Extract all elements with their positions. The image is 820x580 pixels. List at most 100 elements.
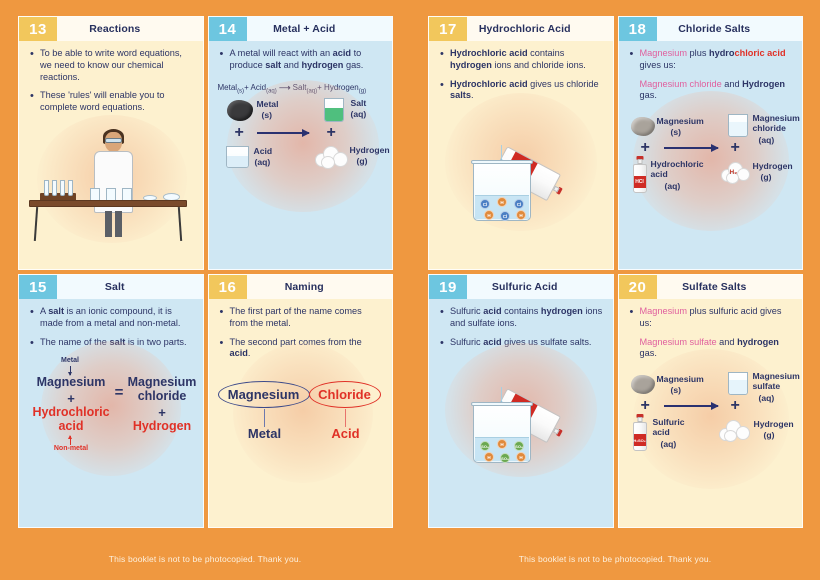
ion-hydrogen: H — [497, 439, 507, 450]
panel-20-bullet-2: Magnesium sulfate and hydrogen gas. — [639, 336, 779, 359]
panel-17-header: 17 Hydrochloric Acid — [429, 17, 613, 41]
panel-20-sulfate-salts[interactable]: 20 Sulfate Salts Magnesium plus sulfuric… — [617, 274, 803, 528]
ion-sulfate: SO₄ — [500, 453, 510, 464]
reactant-2-label: Acid — [253, 146, 273, 157]
panel-13-bullet-1: To be able to write word equations, we n… — [29, 47, 193, 83]
panel-16-number: 16 — [208, 275, 247, 299]
reactant-1-label: Magnesium — [656, 374, 704, 385]
panel-13-header: 13 Reactions — [19, 17, 203, 41]
reactant-2-state: (aq) — [254, 157, 271, 168]
word-eq-left-1: Magnesium — [36, 375, 106, 390]
panel-20-header: 20 Sulfate Salts — [618, 275, 802, 299]
beaker-liquid — [728, 122, 747, 137]
panel-19-bullet-2: Sulfuric acid gives us sulfate salts. — [439, 336, 603, 350]
magnesium-chloride-beaker-icon — [727, 114, 748, 138]
magnesium-lump-icon — [630, 375, 655, 395]
panel-14-metal-plus-acid[interactable]: 14 Metal + Acid A metal will react with … — [207, 16, 393, 270]
ion-hydrogen: H — [484, 210, 494, 221]
salt-beaker-icon — [323, 98, 344, 123]
reactant-2-state: (aq) — [664, 181, 681, 192]
reactant-1-label: Magnesium — [656, 116, 704, 127]
bench-leg — [33, 206, 39, 241]
panel-13-number: 13 — [19, 17, 57, 41]
panel-18-chloride-salts[interactable]: 18 Chloride Salts Magnesium plus hydroch… — [617, 16, 803, 270]
acid-beaker-icon — [225, 146, 249, 169]
beaker-rim — [471, 160, 533, 165]
beaker-rim — [324, 98, 343, 100]
panel-14-bullets: A metal will react with an acid to produ… — [209, 41, 393, 81]
product-1-state: (aq) — [350, 109, 367, 120]
panel-20-bullet-1: Magnesium plus sulfuric acid gives us: — [629, 305, 793, 330]
test-tube — [60, 179, 65, 196]
glow-circle — [232, 343, 373, 484]
ion-hydrogen: H — [497, 197, 507, 208]
glow-circle — [41, 341, 181, 477]
panel-19-sulfuric-acid[interactable]: 19 Sulfuric Acid Sulfuric acid contains … — [428, 274, 614, 528]
panel-17-artwork: HCl Cl H Cl H Cl — [429, 93, 613, 269]
oval-chloride: Chloride — [308, 381, 381, 409]
word-eq-plus-2: + — [158, 405, 166, 421]
glow-circle — [632, 349, 789, 490]
hydrogen-gas-cloud-icon — [314, 144, 349, 170]
reactant-2-state: (aq) — [660, 439, 677, 450]
panel-19-bullets: Sulfuric acid contains hydrogen ions and… — [429, 299, 613, 357]
hydrogen-gas-cloud-icon: H₂ — [720, 161, 751, 185]
panel-16-bullet-1: The first part of the name comes from th… — [219, 305, 383, 330]
bottle-body: HCl — [632, 164, 647, 194]
panel-16-naming[interactable]: 16 Naming The first part of the name com… — [207, 274, 393, 528]
bottle-neck — [637, 159, 642, 165]
panel-16-title: Naming — [284, 281, 324, 293]
panel-13-reactions[interactable]: 13 Reactions To be able to write word eq… — [18, 16, 204, 270]
product-2-label: Hydrogen — [349, 145, 390, 156]
reaction-diagram-14: Metal (s) + Acid (aq) — [209, 94, 393, 269]
panel-14-title: Metal + Acid — [273, 23, 336, 35]
panel-20-number: 20 — [618, 275, 657, 299]
ion-sulfate: SO₄ — [514, 441, 524, 452]
product-1-state: (aq) — [758, 393, 775, 404]
pour-stream — [501, 387, 502, 404]
beaker-rim — [728, 372, 747, 374]
test-tube — [44, 179, 49, 196]
ion-hydrogen: H — [516, 210, 526, 221]
panel-17-hydrochloric-acid[interactable]: 17 Hydrochloric Acid Hydrochloric acid c… — [428, 16, 614, 270]
beaker-rim — [471, 402, 533, 407]
panel-15-bullet-1: A salt is an ionic compound, it is made … — [29, 305, 193, 330]
ion-hydrogen: H — [516, 452, 526, 463]
left-page-footer: This booklet is not to be photocopied. T… — [108, 554, 302, 564]
panel-15-salt[interactable]: 15 Salt A salt is an ionic compound, it … — [18, 274, 204, 528]
beaker-liquid — [226, 156, 248, 168]
ion-chloride: Cl — [500, 211, 510, 222]
bottle-neck — [637, 417, 642, 423]
callout-metal-arrow — [68, 366, 72, 377]
reaction-arrow-icon — [256, 129, 310, 138]
leader-line-acid — [344, 409, 346, 428]
reactant-1-state: (s) — [670, 385, 682, 396]
ion-sulfate: SO₄ — [480, 441, 490, 452]
panel-14-number: 14 — [208, 17, 247, 41]
naming-label-acid: Acid — [331, 426, 360, 442]
hcl-bottle-icon: HCl — [632, 156, 647, 194]
callout-metal: Metal — [61, 357, 79, 365]
panel-18-header: 18 Chloride Salts — [618, 17, 802, 41]
test-tube-rack — [40, 192, 76, 201]
panel-18-bullets: Magnesium plus hydrochloric acid gives u… — [619, 41, 803, 111]
panel-16-header: 16 Naming — [208, 275, 392, 299]
panel-16-artwork: Magnesium Chloride Metal Acid — [209, 343, 393, 527]
panel-17-bullet-1: Hydrochloric acid contains hydrogen ions… — [439, 47, 603, 72]
reactant-1-label: Metal — [256, 99, 279, 110]
scientist-leg-right — [115, 210, 122, 237]
ion-chloride: Cl — [480, 199, 490, 210]
panel-16-bullet-2: The second part comes from the acid. — [219, 336, 383, 361]
reactant-1-state: (s) — [261, 110, 273, 121]
glow-circle — [632, 91, 789, 232]
beaker-liquid — [324, 108, 343, 122]
scientist-scene — [19, 123, 203, 269]
panel-20-title: Sulfate Salts — [682, 281, 747, 293]
panel-19-header: 19 Sulfuric Acid — [429, 275, 613, 299]
